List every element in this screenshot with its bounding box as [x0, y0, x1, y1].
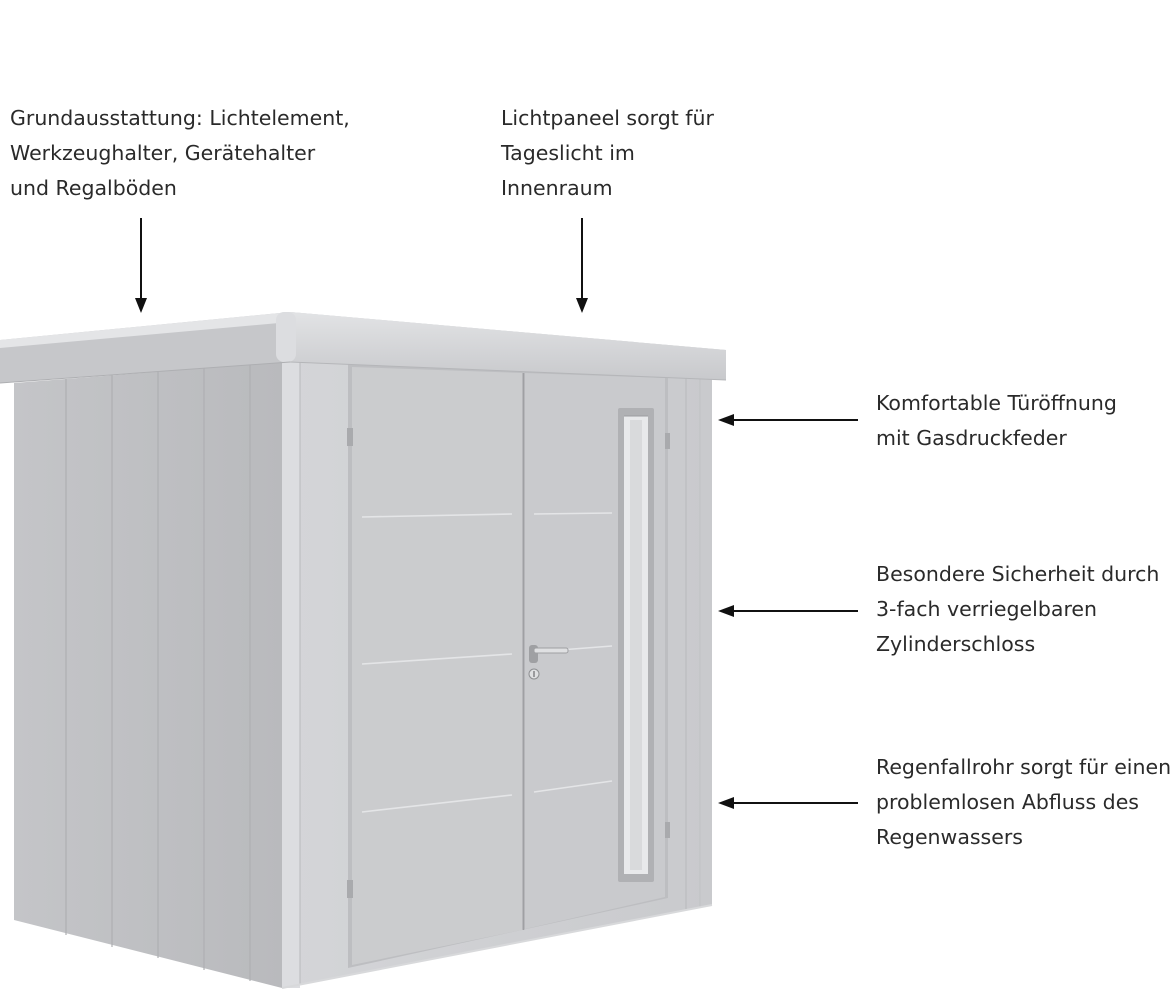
- arrow-left-downpipe: [718, 797, 858, 809]
- shed-roof: [0, 312, 727, 384]
- annotation-line: Grundausstattung: Lichtelement,: [10, 106, 350, 130]
- annotation-line: Zylinderschloss: [876, 632, 1036, 656]
- hinge-icon: [347, 428, 353, 446]
- hinge-icon: [665, 822, 670, 838]
- annotation-light-panel: Lichtpaneel sorgt für Tageslicht im Inne…: [501, 101, 714, 206]
- annotation-line: Werkzeughalter, Gerätehalter: [10, 141, 316, 165]
- arrow-left-door: [718, 414, 858, 426]
- annotation-line: Tageslicht im: [501, 141, 635, 165]
- arrow-left-security: [718, 605, 858, 617]
- arrow-down-lightpanel: [576, 218, 588, 313]
- annotation-line: Regenfallrohr sorgt für einen: [876, 755, 1170, 779]
- annotation-door-opening: Komfortable Türöffnung mit Gasdruckfeder: [876, 386, 1117, 456]
- door-grooves: [361, 512, 613, 813]
- annotation-downpipe: Regenfallrohr sorgt für einen problemlos…: [876, 750, 1170, 855]
- hinge-icon: [347, 880, 353, 898]
- annotation-line: Innenraum: [501, 176, 613, 200]
- arrow-down-equipment: [135, 218, 147, 313]
- door-handle: [528, 645, 569, 680]
- annotation-equipment: Grundausstattung: Lichtelement, Werkzeug…: [10, 101, 350, 206]
- left-door-leaf: [352, 367, 522, 965]
- annotation-line: Komfortable Türöffnung: [876, 391, 1117, 415]
- shed-side-wall: [14, 362, 282, 988]
- annotation-line: problemlosen Abfluss des: [876, 790, 1139, 814]
- annotation-line: Regenwassers: [876, 825, 1023, 849]
- annotation-line: Besondere Sicherheit durch: [876, 562, 1160, 586]
- annotation-line: Lichtpaneel sorgt für: [501, 106, 714, 130]
- annotation-line: mit Gasdruckfeder: [876, 426, 1067, 450]
- annotation-line: und Regalböden: [10, 176, 177, 200]
- annotation-line: 3-fach verriegelbaren: [876, 597, 1098, 621]
- annotation-security: Besondere Sicherheit durch 3-fach verrie…: [876, 557, 1159, 662]
- double-door: [347, 364, 670, 968]
- light-panel-window: [618, 408, 654, 882]
- hinge-icon: [665, 433, 670, 449]
